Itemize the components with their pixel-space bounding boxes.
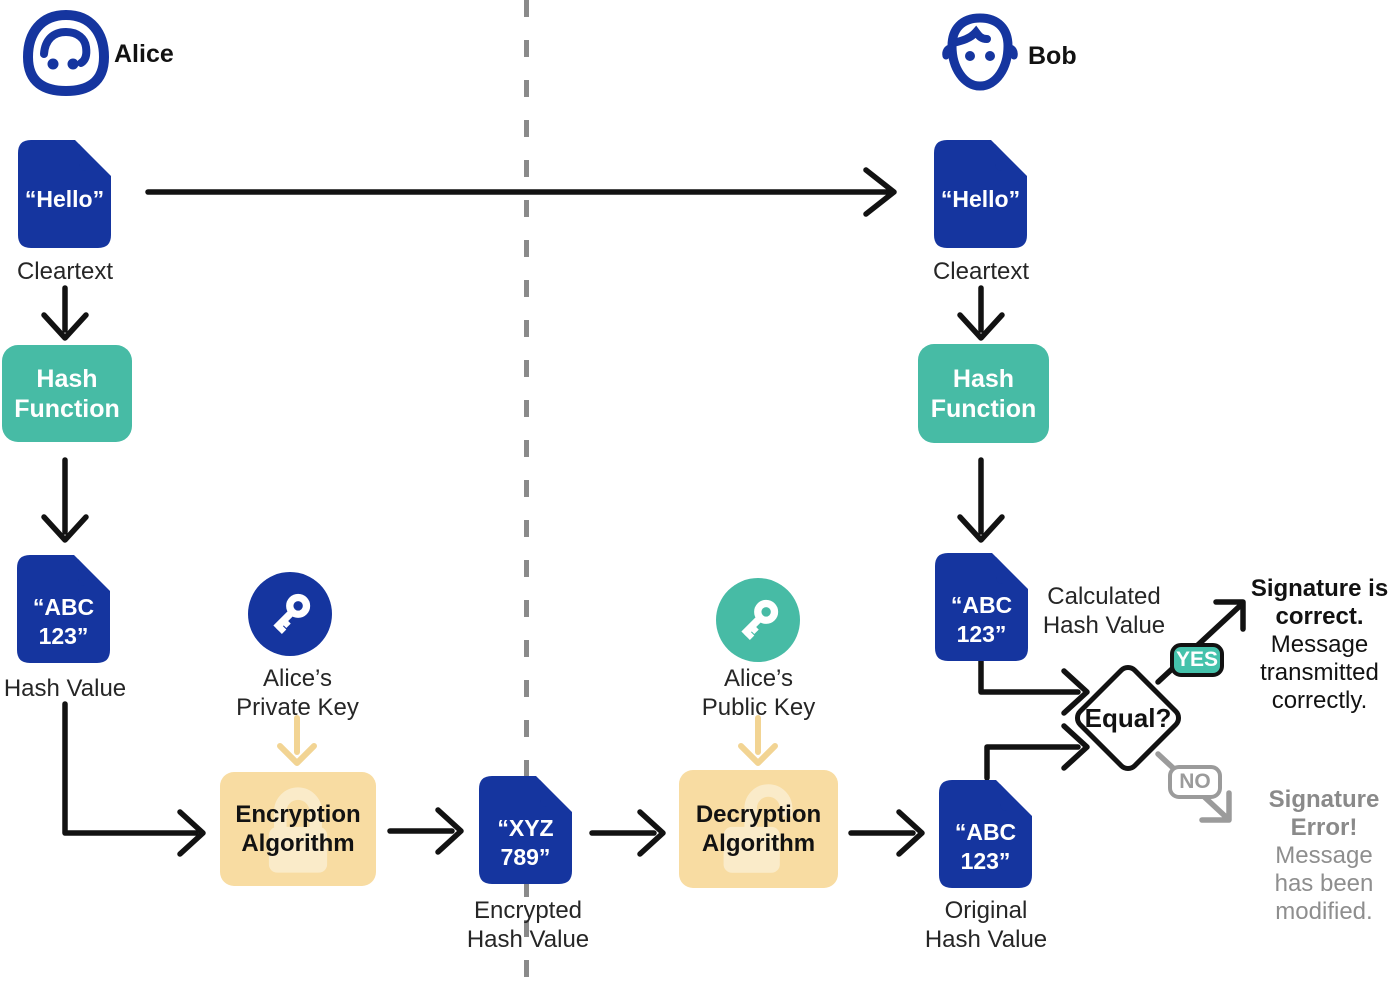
no-badge: NO (1168, 765, 1222, 799)
alice-hash-value-document: “ABC 123” (17, 555, 110, 663)
document-text: “Hello” (940, 185, 1021, 212)
signature-error-headline: Signature Error! (1268, 786, 1380, 841)
decryption-algorithm-box: Decryption Algorithm (679, 770, 838, 888)
document-text: “ABC 123” (32, 594, 95, 649)
document-icon (939, 780, 1032, 888)
document-icon (18, 140, 111, 248)
public-key-label: Alice’s Public Key (701, 665, 816, 721)
bob-name-label: Bob (1028, 42, 1077, 70)
arrow-encrypted-doc-to-decryption (589, 809, 666, 857)
public-key-icon (716, 578, 800, 662)
lock-icon (220, 772, 376, 886)
signature-correct-headline: Signature is correct. (1250, 575, 1389, 630)
document-icon (935, 553, 1028, 661)
arrow-original-to-equal (984, 723, 1090, 781)
equal-decision-label: Equal? (1084, 703, 1172, 733)
document-text: “Hello” (24, 185, 105, 212)
original-hash-document: “ABC 123” (939, 780, 1032, 888)
arrow-bob-hash-to-doc (957, 457, 1005, 543)
decryption-algorithm-label: Decryption Algorithm (695, 801, 822, 857)
document-icon (934, 140, 1027, 248)
signature-error-text: Signature Error! Message has been modifi… (1256, 786, 1392, 926)
document-text: “XYZ 789” (497, 815, 554, 870)
arrow-alice-cleartext-to-hash (41, 285, 89, 341)
signature-error-body: Message has been modified. (1274, 842, 1374, 925)
arrow-hashvalue-to-encryption (62, 701, 206, 857)
bob-cleartext-label: Cleartext (932, 258, 1030, 285)
arrow-encryption-to-encrypted-doc (387, 807, 464, 855)
original-hash-label: Original Hash Value (924, 897, 1048, 953)
arrow-public-key-to-decryption (738, 715, 778, 766)
divider-dashed-line (524, 0, 529, 997)
calculated-hash-document: “ABC 123” (935, 553, 1028, 661)
document-text: “ABC 123” (950, 592, 1013, 647)
calculated-hash-label: Calculated Hash Value (1042, 583, 1166, 639)
key-icon (741, 599, 779, 640)
alice-cleartext-document: “Hello” (18, 140, 111, 248)
bob-avatar-icon (942, 13, 1018, 91)
arrow-private-key-to-encryption (277, 715, 317, 766)
arrow-calculated-to-equal (978, 657, 1090, 716)
encryption-algorithm-label: Encryption Algorithm (235, 801, 361, 857)
signature-correct-text: Signature is correct. Message transmitte… (1244, 575, 1395, 715)
private-key-label: Alice’s Private Key (236, 665, 359, 721)
alice-hash-value-label: Hash Value (3, 675, 127, 702)
arrow-decryption-to-original-doc (848, 809, 925, 857)
arrow-bob-cleartext-to-hash (957, 285, 1005, 341)
bob-cleartext-document: “Hello” (934, 140, 1027, 248)
document-icon (17, 555, 110, 663)
yes-badge: YES (1170, 643, 1224, 677)
alice-hash-function-box: Hash Function (2, 345, 132, 442)
key-icon (273, 593, 311, 634)
alice-avatar-icon (22, 9, 110, 97)
alice-cleartext-label: Cleartext (16, 258, 114, 285)
document-text: “ABC 123” (954, 819, 1017, 874)
arrow-alice-hash-to-doc (41, 457, 89, 543)
document-icon (479, 776, 572, 884)
arrow-cleartext-to-bob (145, 167, 897, 217)
signature-correct-body: Message transmitted correctly. (1260, 631, 1379, 714)
unlock-icon (679, 770, 838, 888)
alice-name-label: Alice (114, 40, 174, 68)
private-key-icon (248, 572, 332, 656)
encryption-algorithm-box: Encryption Algorithm (220, 772, 376, 886)
encrypted-hash-label: Encrypted Hash Value (466, 897, 590, 953)
encrypted-hash-document: “XYZ 789” (479, 776, 572, 884)
bob-hash-function-box: Hash Function (918, 344, 1049, 443)
